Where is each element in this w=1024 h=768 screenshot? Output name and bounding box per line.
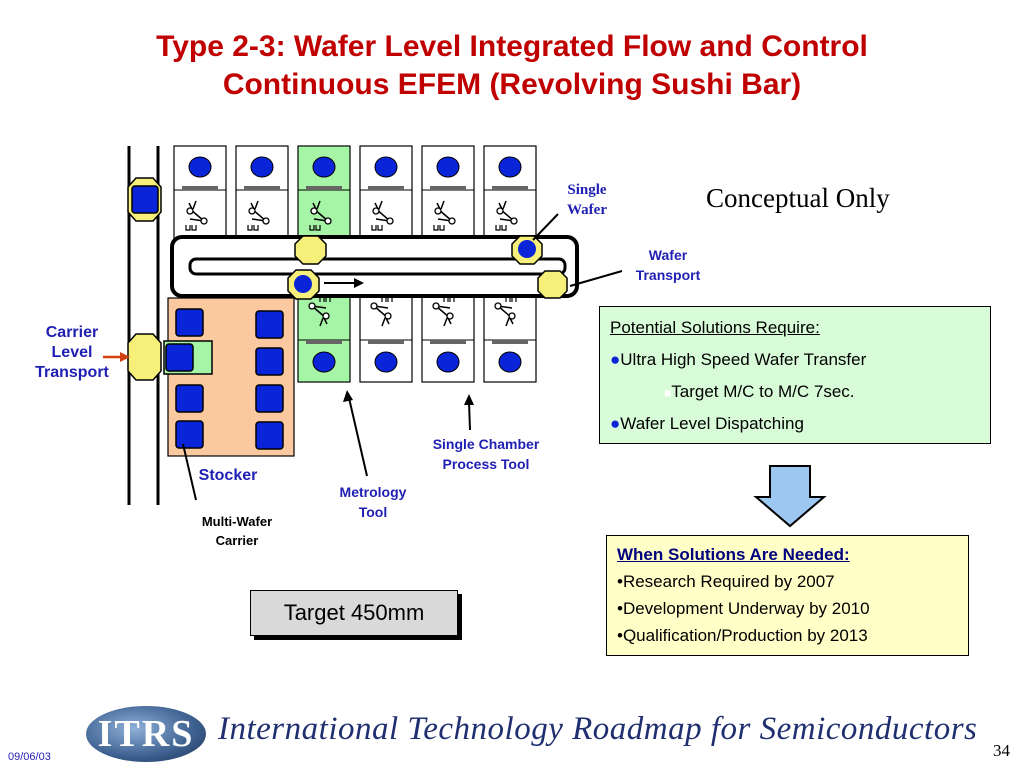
solution-item-2: ●Wafer Level Dispatching — [610, 414, 804, 433]
conceptual-only-note: Conceptual Only — [706, 183, 890, 213]
title-line-2: Continuous EFEM (Revolving Sushi Bar) — [222, 68, 802, 101]
multi-wafer-pointer — [182, 443, 197, 501]
itrs-tagline: International Technology Roadmap for Sem… — [218, 711, 978, 747]
top-chamber-wafers — [188, 156, 522, 178]
when-item-1: •Research Required by 2007 — [617, 572, 835, 591]
down-arrow-icon — [753, 465, 827, 528]
when-item-3: •Qualification/Production by 2013 — [617, 626, 868, 645]
page-number: 34 — [993, 741, 1010, 760]
solution-item-1: ●Ultra High Speed Wafer Transfer — [610, 350, 867, 369]
solution-subitem-1: ■Target M/C to M/C 7sec. — [664, 382, 855, 401]
when-needed-box: When Solutions Are Needed: •Research Req… — [606, 535, 969, 656]
itrs-logo: ITRS — [86, 706, 206, 762]
title-line-1: Type 2-3: Wafer Level Integrated Flow an… — [156, 30, 868, 63]
label-stocker: Stocker — [198, 467, 258, 484]
metrology-pointer — [348, 397, 368, 477]
wafer-transport-pointer — [569, 270, 623, 287]
when-heading: When Solutions Are Needed: — [617, 545, 850, 564]
target-450mm-box: Target 450mm — [250, 590, 458, 636]
footer-date: 09/06/03 — [8, 751, 51, 763]
solutions-heading: Potential Solutions Require: — [610, 318, 820, 337]
top-tool-row — [173, 145, 537, 241]
single-wafer-pointer — [532, 213, 559, 241]
top-tool-slots — [182, 186, 528, 190]
stocker-carriers — [175, 308, 284, 450]
carrier-vehicle-bottom — [127, 333, 162, 381]
when-item-2: •Development Underway by 2010 — [617, 599, 870, 618]
transport-carriers — [287, 235, 568, 300]
bottom-chamber-wafers — [312, 351, 522, 373]
single-chamber-pointer — [468, 401, 471, 431]
transport-direction-arrow — [354, 278, 364, 288]
potential-solutions-box: Potential Solutions Require: ●Ultra High… — [599, 306, 991, 444]
